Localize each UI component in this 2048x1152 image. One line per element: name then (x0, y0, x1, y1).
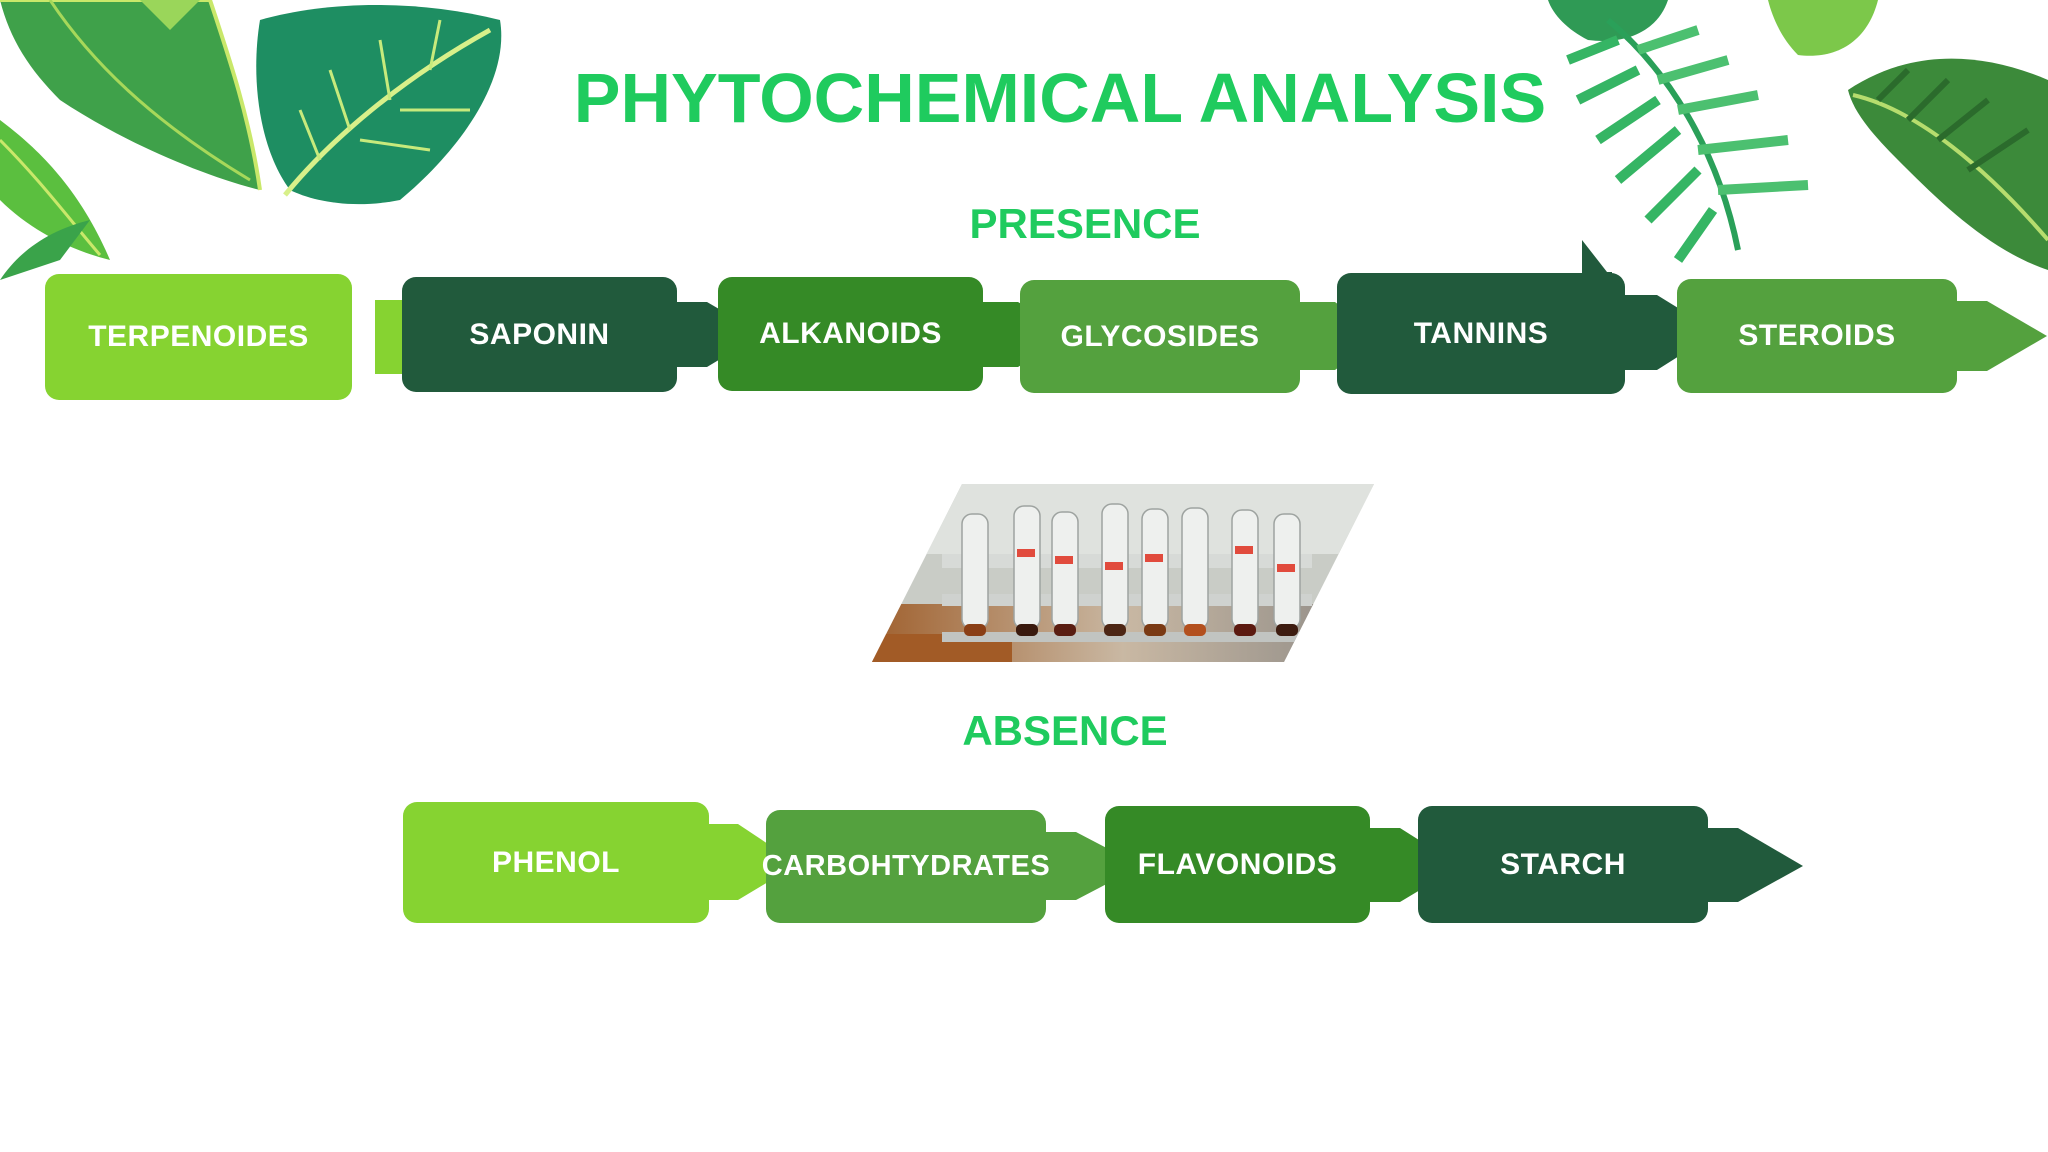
test-tube-rack-photo (872, 484, 1374, 662)
chevron-arrow-shape (1042, 832, 1141, 900)
absence-step-label: FLAVONOIDS (1105, 806, 1370, 923)
presence-step-terpenoides: TERPENOIDES (45, 274, 445, 400)
absence-step-flavonoids: FLAVONOIDS (1105, 806, 1460, 923)
presence-step-label: STEROIDS (1677, 279, 1957, 393)
chevron-arrow-shape (1701, 828, 1803, 902)
presence-step-alkanoids: ALKANOIDS (718, 277, 1073, 391)
chevron-arrow-shape (672, 302, 762, 367)
absence-step-label: PHENOL (403, 802, 709, 923)
tropical-leaves-left-decoration (0, 0, 502, 280)
presence-step-label: TERPENOIDES (45, 274, 352, 400)
chevron-arrow-shape (1367, 828, 1460, 902)
presence-heading: PRESENCE (969, 200, 1201, 247)
absence-step-label: CARBOHTYDRATES (762, 810, 1050, 923)
absence-step-carbohtydrates: CARBOHTYDRATES (762, 810, 1141, 923)
absence-heading: ABSENCE (962, 707, 1168, 754)
tropical-leaves-right-decoration (1548, 0, 2048, 270)
presence-step-tannins: TANNINS (1337, 240, 1717, 395)
presence-step-glycosides: GLYCOSIDES (1020, 280, 1380, 393)
absence-step-phenol: PHENOL (403, 802, 798, 923)
presence-step-label: ALKANOIDS (718, 277, 983, 391)
presence-step-label: SAPONIN (402, 277, 677, 392)
absence-step-label: STARCH (1418, 806, 1708, 923)
presence-step-label: GLYCOSIDES (1020, 280, 1300, 393)
chevron-arrow-shape (1952, 301, 2047, 371)
presence-step-label: TANNINS (1337, 273, 1625, 394)
chevron-arrow-shape (703, 824, 798, 900)
presence-step-saponin: SAPONIN (402, 277, 762, 392)
slide-title: PHYTOCHEMICAL ANALYSIS (573, 59, 1547, 137)
presence-step-steroids: STEROIDS (1677, 279, 2047, 393)
absence-step-starch: STARCH (1418, 806, 1803, 923)
